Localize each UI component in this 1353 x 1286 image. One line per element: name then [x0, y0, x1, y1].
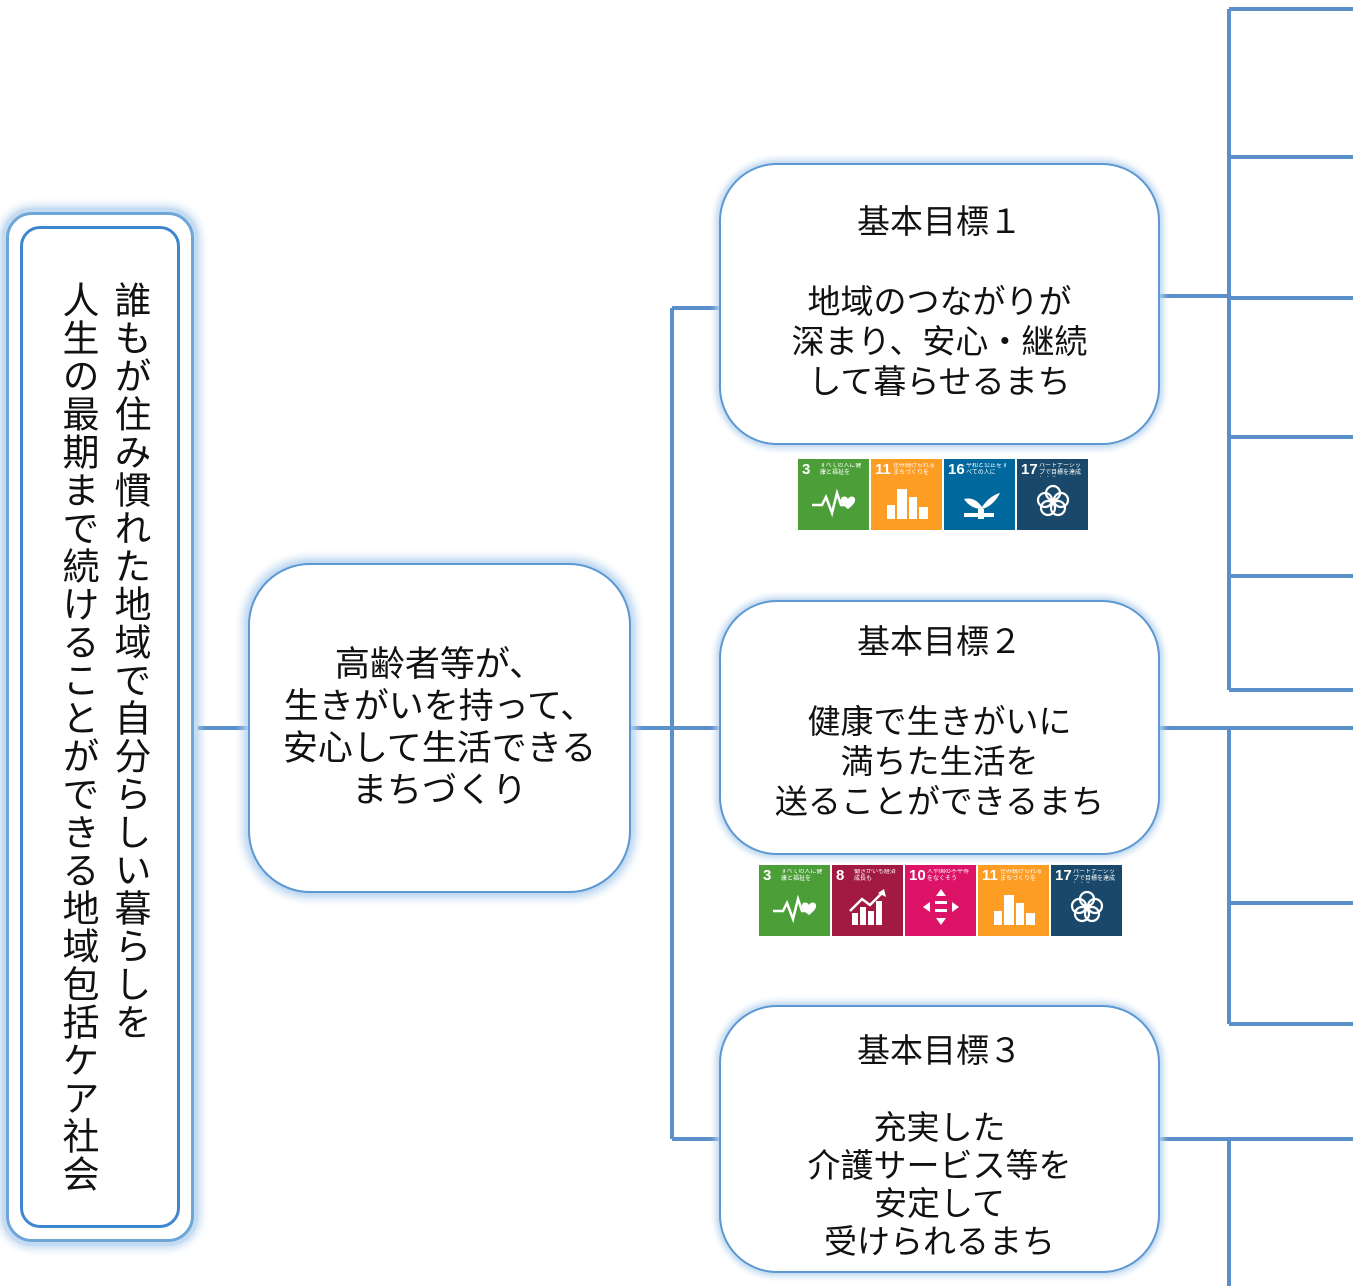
vision-line-1: 誰もが住み慣れた地域で自分らしい暮らしを — [108, 281, 151, 1041]
goal-line: 地域のつながりが — [807, 282, 1072, 321]
sdg-number: 3 — [763, 867, 772, 884]
concept-line: 生きがいを持って、 — [283, 687, 596, 727]
goal-description: 充実した 介護サービス等を 安定して 受けられるまち — [721, 1109, 1158, 1261]
sdg-goal-3-tile: 3 すべての人に健康と福祉を — [798, 459, 869, 530]
sdg-goal-3-tile: 3 すべての人に健康と福祉を — [759, 865, 830, 936]
goal-title: 基本目標１ — [857, 202, 1022, 241]
concept-line: 高齢者等が、 — [334, 645, 545, 685]
goal-box-3: 基本目標３ 充実した 介護サービス等を 安定して 受けられるまち — [719, 1005, 1160, 1273]
goal-box-1: 基本目標１ 地域のつながりが 深まり、安心・継続 して暮らせるまち — [719, 163, 1160, 445]
sdg-caption: 人や国の不平等をなくそう — [927, 869, 970, 882]
sdg-number: 11 — [982, 867, 998, 884]
goal-box-2: 基本目標２ 健康で生きがいに 満ちた生活を 送ることができるまち — [719, 600, 1160, 855]
sdg-goal-17-tile: 17パートナーシップで目標を達成しよう — [1051, 865, 1122, 936]
sdg-caption: 住み続けられるまちづくりを — [893, 463, 936, 476]
sdg-caption: 働きがいも経済成長も — [854, 869, 897, 882]
sdg-number: 8 — [836, 867, 845, 884]
sdg-number: 17 — [1055, 867, 1072, 884]
sdg-goal-8-tile: 8 働きがいも経済成長も — [832, 865, 903, 936]
goal-line: 安定して — [873, 1184, 1005, 1223]
sdg-number: 3 — [802, 461, 811, 478]
goal-description: 健康で生きがいに 満ちた生活を 送ることができるまち — [721, 702, 1158, 822]
sdg-caption: パートナーシップで目標を達成しよう — [1039, 463, 1082, 476]
concept-line: 安心して生活できる — [282, 729, 597, 769]
sdg-goal-17-tile: 17パートナーシップで目標を達成しよう — [1017, 459, 1088, 530]
sdg-caption: パートナーシップで目標を達成しよう — [1073, 869, 1116, 882]
vision-box: 誰もが住み慣れた地域で自分らしい暮らしを 人生の最期まで続けることができる地域包… — [6, 212, 194, 1242]
sdg-number: 17 — [1021, 461, 1038, 478]
goal-line: 受けられるまち — [824, 1222, 1055, 1261]
vision-inner-frame — [20, 226, 180, 1228]
goal-line: 介護サービス等を — [807, 1146, 1072, 1185]
goal-line: 満ちた生活を — [840, 742, 1039, 781]
goal-line: 健康で生きがいに — [807, 702, 1072, 741]
vision-line-2: 人生の最期まで続けることができる地域包括ケア社会 — [56, 281, 99, 1193]
goal-title: 基本目標３ — [857, 1031, 1022, 1070]
sdg-number: 10 — [909, 867, 926, 884]
concept-line: まちづくり — [351, 771, 527, 811]
goal-title: 基本目標２ — [857, 622, 1022, 661]
sdg-caption: 平和と公正をすべての人に — [966, 463, 1009, 476]
goal-line: して暮らせるまち — [808, 362, 1071, 401]
sdg-caption: 住み続けられるまちづくりを — [1000, 869, 1043, 882]
goal-line: 深まり、安心・継続 — [791, 322, 1088, 361]
sdg-number: 16 — [948, 461, 965, 478]
concept-box: 高齢者等が、 生きがいを持って、 安心して生活できる まちづくり — [248, 563, 631, 893]
sdg-number: 11 — [875, 461, 891, 478]
sdg-caption: すべての人に健康と福祉を — [820, 463, 862, 476]
sdg-caption: すべての人に健康と福祉を — [781, 869, 823, 882]
concept-text: 高齢者等が、 生きがいを持って、 安心して生活できる まちづくり — [283, 644, 596, 812]
goal-line: 充実した — [873, 1108, 1006, 1147]
goal-description: 地域のつながりが 深まり、安心・継続 して暮らせるまち — [721, 282, 1158, 402]
goal-line: 送ることができるまち — [774, 782, 1105, 821]
